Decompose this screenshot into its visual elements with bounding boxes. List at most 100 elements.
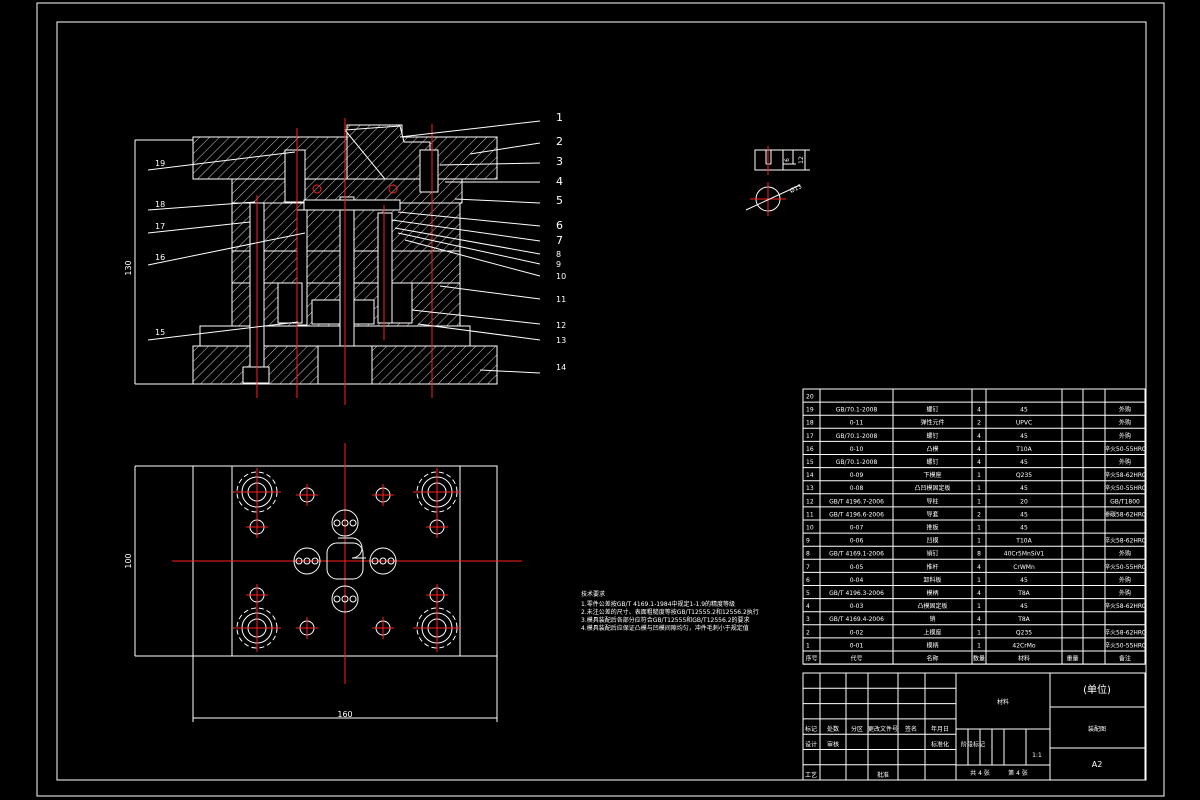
- balloon-19: 19: [155, 159, 165, 168]
- unit-name: (单位): [1083, 683, 1111, 696]
- sheet-size: A2: [1092, 760, 1103, 769]
- bom-name: 螺钉: [926, 458, 938, 466]
- bom-no: 1: [806, 642, 810, 649]
- bom-name: 推杆: [926, 563, 938, 571]
- bom-code: GB/T 4169.1-2006: [829, 551, 884, 558]
- bom-no: 14: [806, 472, 814, 479]
- balloon-5: 5: [556, 194, 563, 207]
- balloon-14: 14: [556, 363, 566, 372]
- bom-note: 外购: [1119, 458, 1131, 466]
- bom-note: 淬火50-55HRC: [1104, 563, 1146, 571]
- guide-post-right: [377, 212, 393, 324]
- bom-note: 淬火50-55HRC: [1104, 641, 1146, 649]
- bom-no: 7: [806, 564, 810, 571]
- bom-name: 模柄: [926, 589, 938, 597]
- bom-header-note: 备注: [1119, 655, 1131, 663]
- tb-r1-2: 分区: [851, 725, 863, 733]
- bom-no: 6: [806, 577, 810, 584]
- tb-r2-0: 设计: [805, 741, 817, 749]
- bom-code: 0-10: [850, 446, 864, 453]
- bom-code: 0-07: [850, 525, 864, 532]
- bom-no: 11: [806, 511, 814, 518]
- scale: 1:1: [1032, 752, 1042, 759]
- bom-note: 淬火50-55HRC: [1104, 484, 1146, 492]
- bom-no: 13: [806, 485, 814, 492]
- dim-height-main: 130: [124, 260, 133, 275]
- bom-no: 16: [806, 446, 814, 453]
- bom-material: 45: [1020, 459, 1028, 466]
- bom-material: CrWMn: [1013, 564, 1035, 571]
- bom-material: Q235: [1016, 472, 1032, 479]
- bom-material: UPVC: [1016, 420, 1032, 427]
- dim-d2: 12: [798, 156, 805, 164]
- bom-qty: 1: [977, 538, 981, 545]
- bom-code: 0-09: [850, 472, 864, 479]
- bom-name: 销钉: [926, 550, 938, 558]
- bom-qty: 4: [977, 616, 981, 623]
- bom-code: GB/T 4196.7-2006: [829, 498, 884, 505]
- balloon-6: 6: [556, 219, 563, 232]
- sheet-count: 共 4 张: [970, 769, 990, 777]
- bom-name: 螺钉: [926, 432, 938, 440]
- bom-no: 20: [806, 394, 814, 401]
- bom-code: 0-05: [850, 564, 864, 571]
- bom-qty: 1: [977, 629, 981, 636]
- bom-code: GB/T 4196.3-2006: [829, 590, 884, 597]
- part-detail: 6 12 Ø13: [745, 146, 810, 216]
- inner-border: [56, 21, 1147, 781]
- bom-note: 淬火50-55HRC: [1104, 445, 1146, 453]
- bom-material: 45: [1020, 433, 1028, 440]
- tech-note-3: 3.模具装配后各部分应符合GB/T12555和GB/T12556.2的要求: [581, 616, 750, 624]
- bom-no: 4: [806, 603, 810, 610]
- tb-r1-4: 签名: [905, 725, 917, 733]
- bom-code: GB/70.1-2008: [836, 407, 878, 414]
- bom-material: T8A: [1017, 590, 1030, 597]
- balloon-17: 17: [155, 222, 165, 231]
- bom-note: 外购: [1119, 576, 1131, 584]
- bom-material: 45: [1020, 485, 1028, 492]
- bom-no: 17: [806, 433, 814, 440]
- bom-name: 模柄: [926, 641, 938, 649]
- bom-qty: 4: [977, 407, 981, 414]
- bom-code: 0-11: [850, 420, 864, 427]
- bom-no: 12: [806, 498, 814, 505]
- bom-note: 外购: [1119, 589, 1131, 597]
- tech-note-4: 4.模具装配后应保证凸模与凹模间隙均匀，冲件毛刺小于规定值: [581, 624, 749, 632]
- bom-no: 2: [806, 629, 810, 636]
- bom-qty: 1: [977, 642, 981, 649]
- balloon-4: 4: [556, 175, 563, 188]
- bom-qty: 4: [977, 446, 981, 453]
- bom-note: 淬火58-62HRC: [1104, 471, 1146, 479]
- bom-name: 凹模: [926, 537, 938, 545]
- bom-code: GB/70.1-2008: [836, 459, 878, 466]
- bom-material: T10A: [1015, 538, 1032, 545]
- tb-r1-5: 年月日: [931, 725, 949, 733]
- balloon-11: 11: [556, 295, 566, 304]
- bom-qty: 1: [977, 472, 981, 479]
- bom-note: 外购: [1119, 550, 1131, 558]
- bom-qty: 2: [977, 420, 981, 427]
- bom-material: Q235: [1016, 629, 1032, 636]
- balloon-1: 1: [556, 111, 563, 124]
- bom-name: 卸料板: [923, 576, 941, 584]
- tb-r1-1: 处数: [827, 725, 839, 733]
- bom-name: 上模座: [923, 628, 941, 636]
- bom-note: 外购: [1119, 406, 1131, 414]
- bom-code: 0-04: [850, 577, 864, 584]
- bom-note: 渗碳58-62HRC: [1104, 510, 1146, 518]
- bom-code: GB/T 4169.4-2006: [829, 616, 884, 623]
- bom-code: GB/70.1-2008: [836, 433, 878, 440]
- bom-code: 0-01: [850, 642, 864, 649]
- bom-no: 19: [806, 407, 814, 414]
- bom-header-name: 名称: [926, 655, 938, 663]
- tech-note-1: 1.零件公差按GB/T 4169.1-1984中规定1-1.9的精度等级: [581, 600, 735, 608]
- bom-material: 42CrMo: [1012, 642, 1035, 649]
- bom-header-qty: 数量: [973, 655, 985, 663]
- balloon-16: 16: [155, 253, 165, 262]
- bom-name: 凸模固定板: [917, 602, 947, 610]
- bom-code: 0-06: [850, 538, 864, 545]
- technical-requirements: 技术要求 1.零件公差按GB/T 4169.1-1984中规定1-1.9的精度等…: [581, 590, 759, 632]
- bom-note: 淬火58-62HRC: [1104, 628, 1146, 636]
- bom-material: 45: [1020, 525, 1028, 532]
